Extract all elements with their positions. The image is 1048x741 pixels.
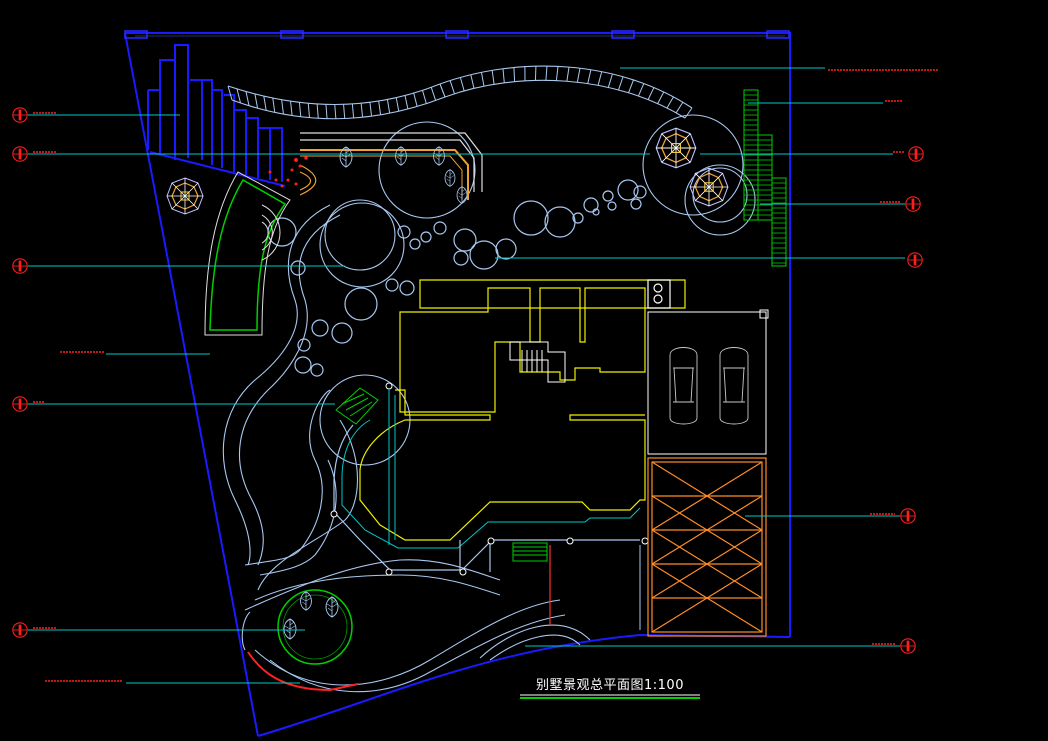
paver-tick [439,83,446,98]
callout-marker-2 [12,146,28,162]
paver-tick [502,68,505,83]
tiny-annotation-marks [33,69,938,682]
paver-tick [386,99,391,114]
parking-grid [647,457,767,637]
shrub-6 [300,591,312,611]
winding-path [222,204,591,693]
callout-marker-8 [907,252,923,268]
paver-band [227,65,693,120]
site-boundary [124,32,791,737]
villa-building [333,279,686,572]
paver-tick [607,73,613,88]
pavilion-right-bottom [689,167,729,207]
paver-tick [378,100,382,115]
callout-marker-5 [12,622,28,638]
boundary-posts [124,30,790,39]
paver-tick [360,103,364,118]
paver-tick [637,83,645,97]
paver-tick [422,90,427,104]
paver-tick [272,97,276,113]
paver-tick [227,85,233,101]
paver-tick [491,70,495,85]
pavilion-right-top [655,127,697,169]
paver-tick [404,95,409,110]
paver-tick [597,71,603,86]
shrub-1 [339,146,353,168]
curved-lawn [204,171,291,336]
callout-marker-9 [900,508,916,524]
stepping-stones [267,179,647,377]
paver-tick [290,101,293,116]
paver-tick [480,72,485,87]
green-lattice [743,89,787,267]
paver-tick [298,102,302,117]
pergola-deck [299,132,483,200]
shrub-8 [283,618,297,640]
paver-tick [343,104,346,119]
callout-marker-7 [905,196,921,212]
paver-ticks [227,66,693,119]
shrub-5 [456,186,468,204]
paver-tick [566,67,570,82]
paver-tick [334,104,337,119]
car-2 [719,347,749,425]
paver-tick [254,93,259,109]
shrub-7 [325,596,339,618]
paver-tick [675,101,684,114]
paver-tick [369,102,373,117]
drawing-title: 别墅景观总平面图1:100 [536,678,684,693]
car-1 [669,347,698,425]
red-flower-bed [268,156,308,188]
paver-tick [657,91,665,104]
paver-tick [281,99,284,115]
paver-tick [395,97,400,112]
paver-tick [555,66,559,81]
paver-tick [545,66,548,81]
entry-steps [335,387,548,562]
paver-tick [413,92,418,107]
interior-stair [509,341,566,383]
paver-tick [307,103,311,118]
paver-tick [470,74,475,89]
paver-tick [628,79,634,93]
paver-tick [351,103,355,119]
shrub-4 [444,169,456,187]
callout-marker-1 [12,107,28,123]
paver-tick [647,87,655,100]
callout-marker-4 [12,396,28,412]
paver-tick [618,76,624,91]
paver-tick [316,103,319,119]
round-lawn [277,589,353,665]
paver-tick [263,96,267,111]
paver-tick [325,104,328,119]
red-edging [247,651,359,692]
stepped-retaining-walls [147,44,286,187]
callout-marker-6 [908,146,924,162]
paver-tick [587,69,592,84]
callout-marker-3 [12,258,28,274]
leader-lines [28,67,905,684]
pavilion-left [166,177,204,215]
lattice-lines [744,94,786,264]
paver-tick [245,91,250,106]
paver-tick [449,80,455,94]
paver-tick [513,67,516,82]
callout-marker-10 [900,638,916,654]
paver-tick [684,107,693,119]
paver-tick [430,87,437,101]
paver-tick [576,68,581,83]
paver-tick [459,77,465,92]
paver-tick [236,88,241,104]
garage [647,309,769,455]
column-nodes [330,382,649,576]
paver-tick [666,96,674,109]
large-circles [319,114,756,466]
